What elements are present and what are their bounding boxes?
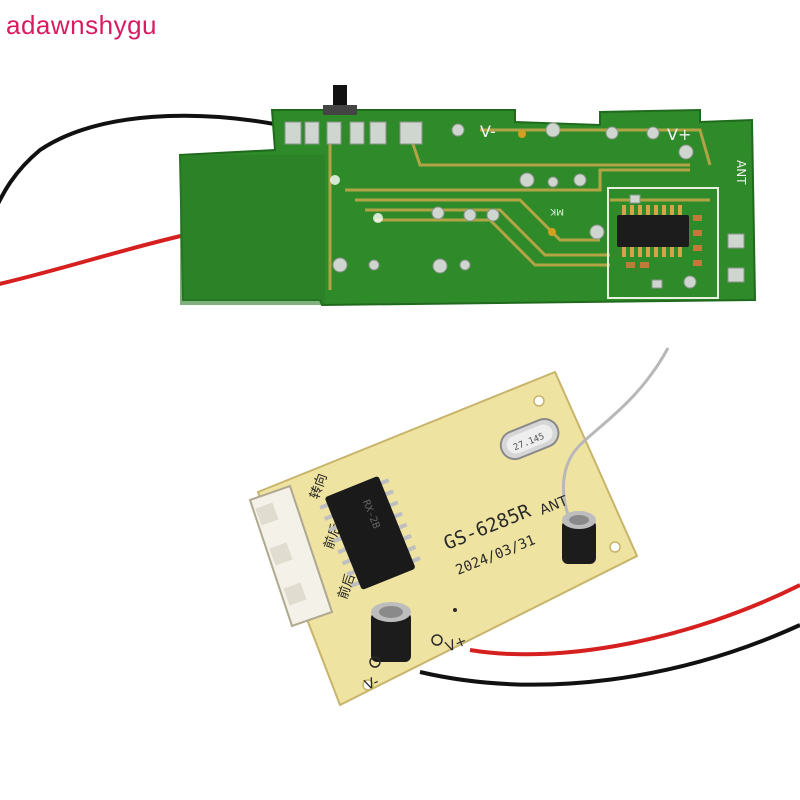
- capacitor-right: [562, 511, 596, 564]
- antenna-wire: [561, 347, 670, 521]
- crystal-oscillator: 27.145: [499, 418, 560, 461]
- black-wire-top: [0, 113, 281, 205]
- green-label-ant: ANT: [734, 160, 748, 185]
- red-wire-bottom: [469, 583, 800, 657]
- solder-pads: [284, 121, 745, 289]
- yellow-pcb-body: [256, 370, 639, 707]
- green-label-mk: MK: [549, 206, 564, 216]
- green-board-ic-chip: [617, 205, 689, 257]
- silkscreen-box: [607, 187, 719, 299]
- white-connector: [248, 484, 334, 628]
- watermark-text: adawnshygu: [6, 10, 157, 40]
- yellow-label-v-minus: V-: [363, 674, 382, 694]
- green-pcb-board: V- V+ ANT MK: [0, 85, 757, 307]
- yellow-label-v-plus: V+: [444, 633, 470, 656]
- mounting-holes: [362, 395, 621, 691]
- green-label-v-minus: V-: [480, 122, 496, 141]
- smd-components: [626, 215, 702, 268]
- red-wire-top: [0, 233, 186, 286]
- yellow-pcb-board: 转向 前后 前后 RX-2B 27.145: [248, 347, 800, 707]
- black-wire-bottom: [419, 623, 800, 687]
- green-label-v-plus: V+: [667, 125, 691, 144]
- capacitor-left: [371, 602, 411, 662]
- copper-traces: [328, 128, 712, 290]
- yellow-board-ic-chip: RX-2B: [319, 476, 421, 590]
